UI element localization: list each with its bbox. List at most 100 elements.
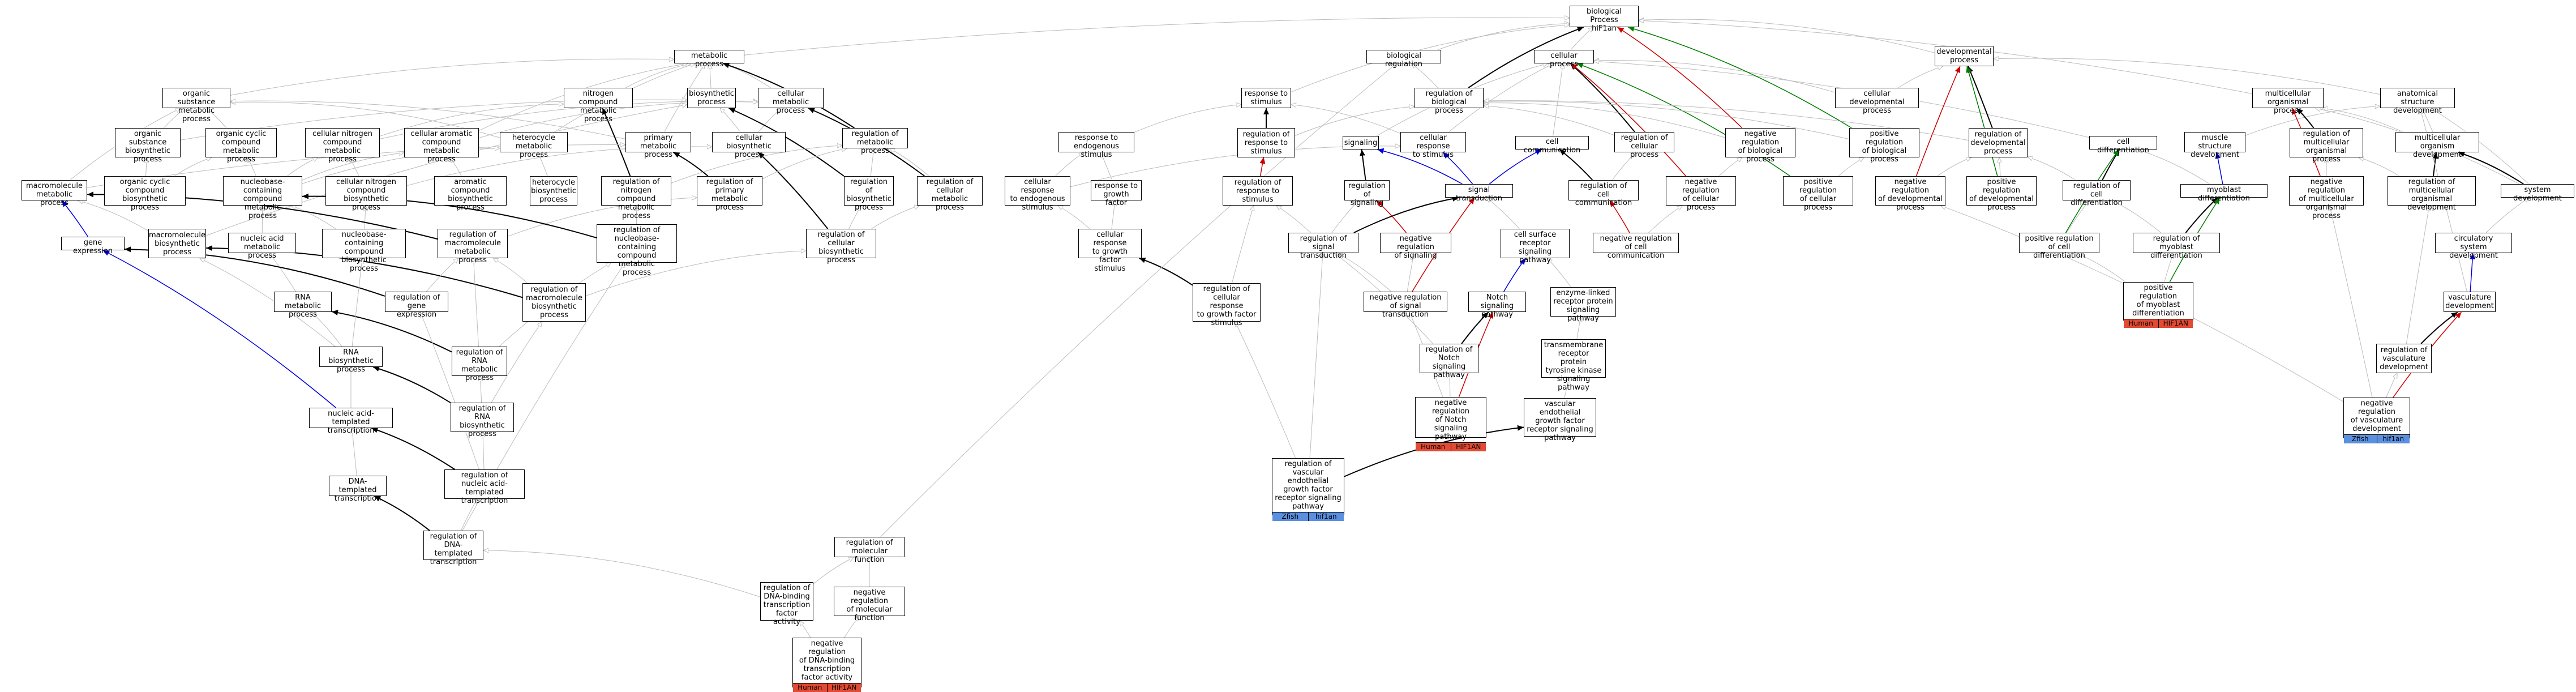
go-term-posregdev[interactable]: positive regulation of developmental pro…: [1966, 176, 2037, 206]
go-term-regnuccont[interactable]: regulation of nucleobase-containing comp…: [597, 224, 677, 263]
go-term-rnabio[interactable]: RNA biosynthetic process: [319, 347, 383, 367]
go-term-regmet[interactable]: regulation of metabolic process: [842, 128, 908, 148]
go-term-primmet[interactable]: primary metabolic process: [625, 132, 691, 152]
go-term-negregmolfun[interactable]: negative regulation of molecular functio…: [834, 587, 905, 616]
go-term-anatdev[interactable]: anatomical structure development: [2380, 88, 2455, 108]
go-term-regbio[interactable]: regulation of biological process: [1415, 88, 1484, 108]
go-term-rnamet[interactable]: RNA metabolic process: [274, 292, 332, 312]
go-term-regprim[interactable]: regulation of primary metabolic process: [697, 176, 762, 206]
go-term-regvegf[interactable]: regulation of vascular endothelial growt…: [1272, 458, 1344, 515]
go-term-regsig[interactable]: regulation of signaling: [1344, 180, 1390, 200]
go-term-regmolfun[interactable]: regulation of molecular function: [834, 537, 905, 557]
go-term-regmultidev[interactable]: regulation of multicellular organismal d…: [2388, 176, 2476, 206]
go-term-biosyn[interactable]: biosynthetic process: [687, 88, 736, 108]
go-term-regmultiorg[interactable]: regulation of multicellular organismal p…: [2290, 128, 2363, 157]
go-term-muscstruct[interactable]: muscle structure development: [2184, 132, 2245, 152]
go-term-regregresp[interactable]: regulation of response to stimulus: [1223, 176, 1293, 206]
go-term-transmem[interactable]: transmembrane receptor protein tyrosine …: [1541, 339, 1606, 378]
go-term-regnotch[interactable]: regulation of Notch signaling pathway: [1420, 344, 1478, 373]
go-term-regnucacid[interactable]: regulation of nucleic acid-templated tra…: [444, 469, 525, 499]
go-term-negregbio[interactable]: negative regulation of biological proces…: [1725, 128, 1795, 157]
go-term-regdev[interactable]: regulation of developmental process: [1969, 128, 2028, 157]
go-term-multiorg[interactable]: multicellular organismal process: [2252, 88, 2324, 108]
go-term-cellnitrobio[interactable]: cellular nitrogen compound biosynthetic …: [325, 176, 407, 206]
go-term-respendo[interactable]: response to endogenous stimulus: [1058, 132, 1134, 152]
go-term-regrnamet[interactable]: regulation of RNA metabolic process: [452, 347, 507, 376]
go-term-posregmyo[interactable]: positive regulation of myoblast differen…: [2123, 282, 2193, 321]
go-term-celldiff[interactable]: cell differentiation: [2089, 136, 2157, 149]
go-term-cellproc[interactable]: cellular process: [1534, 50, 1594, 63]
go-term-nucbio[interactable]: nucleobase-containing compound biosynthe…: [322, 229, 406, 258]
go-term-cellrespendo[interactable]: cellular response to endogenous stimulus: [1005, 176, 1070, 206]
go-term-orgsubbio[interactable]: organic substance biosynthetic process: [115, 128, 181, 157]
go-term-reggeneexp[interactable]: regulation of gene expression: [385, 292, 448, 312]
go-term-regdnatemp[interactable]: regulation of DNA-templated transcriptio…: [423, 531, 483, 560]
go-term-cellnitro[interactable]: cellular nitrogen compound metabolic pro…: [305, 128, 380, 157]
go-term-regcellcomm[interactable]: regulation of cell communication: [1568, 180, 1639, 200]
go-term-orgcyc[interactable]: organic cyclic compound metabolic proces…: [205, 128, 277, 157]
go-term-macromet[interactable]: macromolecule metabolic process: [22, 180, 87, 200]
go-term-regmacrobio[interactable]: regulation of macromolecule biosynthetic…: [522, 283, 586, 322]
go-term-negregcellcomm[interactable]: negative regulation of cell communicatio…: [1593, 233, 1679, 253]
go-term-notch[interactable]: Notch signaling pathway: [1468, 292, 1526, 312]
go-term-posregcelldiff[interactable]: positive regulation of cell differentiat…: [2019, 233, 2099, 253]
go-term-nucacid[interactable]: nucleic acid metabolic process: [228, 233, 296, 253]
go-term-geneexp[interactable]: gene expression: [61, 237, 125, 250]
go-term-regcellbio[interactable]: regulation of cellular biosynthetic proc…: [806, 229, 876, 258]
go-term-multiorgdev[interactable]: multicellular organism development: [2395, 132, 2479, 152]
go-term-myodiff[interactable]: myoblast differentiation: [2180, 184, 2268, 198]
go-term-regbiosyn[interactable]: regulation of biosynthetic process: [844, 176, 894, 206]
go-term-regdnabind[interactable]: regulation of DNA-binding transcription …: [760, 582, 813, 621]
go-term-sigtrans[interactable]: signal transduction: [1445, 184, 1513, 198]
go-term-metab[interactable]: metabolic process: [674, 50, 744, 63]
go-term-cellbio[interactable]: cellular biosynthetic process: [712, 132, 786, 152]
go-term-nucacidtemp[interactable]: nucleic acid-templated transcription: [309, 408, 393, 428]
go-term-hetbio[interactable]: heterocycle biosynthetic process: [530, 176, 577, 206]
go-term-orgcycbio[interactable]: organic cyclic compound biosynthetic pro…: [104, 176, 186, 206]
go-term-negregsigtrans[interactable]: negative regulation of signal transducti…: [1364, 292, 1447, 312]
go-term-vascdev[interactable]: vasculature development: [2444, 292, 2496, 312]
go-term-posregbio[interactable]: positive regulation of biological proces…: [1849, 128, 1919, 157]
go-term-arombio[interactable]: aromatic compound biosynthetic process: [434, 176, 507, 206]
go-term-bioreg[interactable]: biological regulation: [1366, 50, 1441, 63]
go-term-nuccont[interactable]: nucleobase-containing compound metabolic…: [223, 176, 302, 206]
go-term-devproc[interactable]: developmental process: [1935, 46, 1994, 66]
go-term-regmacromet[interactable]: regulation of macromolecule metabolic pr…: [438, 229, 508, 258]
go-term-orgsub[interactable]: organic substance metabolic process: [162, 88, 230, 108]
go-term-regsigtrans[interactable]: regulation of signal transduction: [1288, 233, 1358, 253]
go-term-respgf[interactable]: response to growth factor: [1091, 180, 1142, 200]
go-term-respstim[interactable]: response to stimulus: [1241, 88, 1291, 108]
go-term-negregdnabind[interactable]: negative regulation of DNA-binding trans…: [792, 638, 861, 687]
go-term-signaling[interactable]: signaling: [1343, 136, 1379, 149]
go-term-hetmet[interactable]: heterocycle metabolic process: [500, 132, 568, 152]
go-term-negregnotch[interactable]: negative regulation of Notch signaling p…: [1415, 397, 1486, 438]
go-term-vegf[interactable]: vascular endothelial growth factor recep…: [1524, 398, 1596, 437]
go-term-regcelldiff[interactable]: regulation of cell differentiation: [2063, 180, 2131, 200]
go-term-dnatemp[interactable]: DNA-templated transcription: [329, 476, 387, 496]
go-term-negregsig[interactable]: negative regulation of signaling: [1380, 233, 1451, 253]
go-term-regcellmet[interactable]: regulation of cellular metabolic process: [917, 176, 983, 206]
go-term-bp[interactable]: biological Process hiF1an: [1570, 6, 1639, 27]
go-term-cellsurf[interactable]: cell surface receptor signaling pathway: [1501, 229, 1570, 258]
go-term-celldevproc[interactable]: cellular developmental process: [1835, 88, 1919, 108]
go-term-nitro[interactable]: nitrogen compound metabolic process: [564, 88, 633, 108]
go-term-regrnabio[interactable]: regulation of RNA biosynthetic process: [451, 403, 514, 432]
go-term-cellarom[interactable]: cellular aromatic compound metabolic pro…: [404, 128, 479, 157]
go-term-macrobio[interactable]: macromolecule biosynthetic process: [148, 229, 206, 258]
go-term-regresp[interactable]: regulation of response to stimulus: [1237, 128, 1295, 157]
go-term-regnitro[interactable]: regulation of nitrogen compound metaboli…: [601, 176, 671, 206]
go-term-sysdev[interactable]: system development: [2501, 184, 2574, 198]
go-term-regvascdev[interactable]: regulation of vasculature development: [2376, 344, 2432, 373]
go-term-negregvasc[interactable]: negative regulation of vasculature devel…: [2343, 398, 2410, 438]
go-term-regcellgf[interactable]: regulation of cellular response to growt…: [1193, 283, 1261, 322]
go-term-regmyodiff[interactable]: regulation of myoblast differentiation: [2133, 233, 2220, 253]
go-term-circsys[interactable]: circulatory system development: [2435, 233, 2512, 253]
go-term-cellresp[interactable]: cellular response to stimulus: [1400, 132, 1466, 152]
go-term-enzyme[interactable]: enzyme-linked receptor protein signaling…: [1550, 287, 1616, 317]
go-term-cellmet[interactable]: cellular metabolic process: [758, 88, 824, 108]
go-term-regcellproc[interactable]: regulation of cellular process: [1614, 132, 1674, 152]
go-term-negregcell[interactable]: negative regulation of cellular process: [1666, 176, 1736, 206]
go-term-cellcomm[interactable]: cell communication: [1515, 136, 1589, 149]
go-term-posregcell[interactable]: positive regulation of cellular process: [1783, 176, 1853, 206]
go-term-negregdev[interactable]: negative regulation of developmental pro…: [1875, 176, 1945, 206]
